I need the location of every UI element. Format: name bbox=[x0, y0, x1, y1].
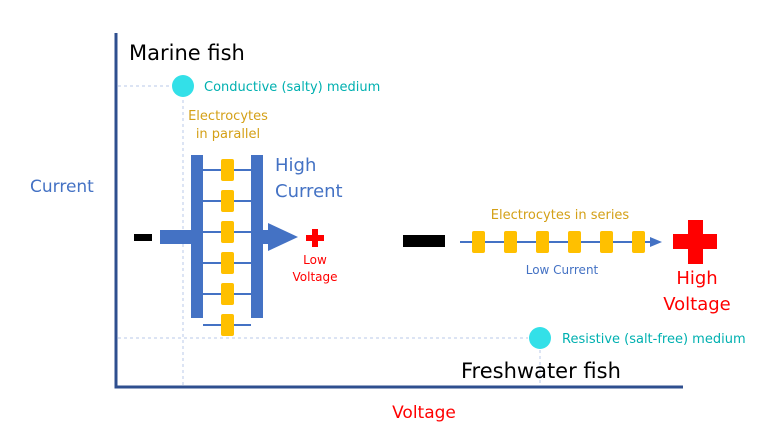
freshwater-plus-icon bbox=[673, 220, 717, 264]
electrocyte-series bbox=[504, 231, 517, 253]
parallel-output-arrowhead bbox=[268, 223, 298, 251]
marine-low-voltage-line1: Low bbox=[303, 253, 327, 267]
electrocyte-series bbox=[632, 231, 645, 253]
parallel-input-stub bbox=[160, 230, 191, 244]
marine-low-voltage-line2: Voltage bbox=[292, 270, 337, 284]
low-current-label: Low Current bbox=[526, 263, 599, 277]
electrocyte-parallel bbox=[221, 159, 234, 181]
freshwater-high-voltage-line1: High bbox=[676, 268, 717, 289]
electrocyte-parallel bbox=[221, 221, 234, 243]
electrocyte-parallel bbox=[221, 190, 234, 212]
parallel-right-rail bbox=[251, 155, 263, 318]
marine-fish-title: Marine fish bbox=[129, 41, 245, 65]
resistive-medium-label: Resistive (salt-free) medium bbox=[562, 332, 746, 347]
freshwater-minus-icon bbox=[403, 235, 445, 247]
series-electrocytes bbox=[472, 231, 645, 253]
electrocyte-parallel bbox=[221, 283, 234, 305]
freshwater-high-voltage-line2: Voltage bbox=[663, 294, 731, 315]
electrocytes-series-label: Electrocytes in series bbox=[491, 208, 630, 223]
y-axis-label: Current bbox=[30, 177, 94, 197]
electrocytes-parallel-label-line2: in parallel bbox=[196, 127, 260, 142]
electrocyte-series bbox=[568, 231, 581, 253]
x-axis-label: Voltage bbox=[392, 403, 456, 423]
electrocytes-parallel-label-line1: Electrocytes bbox=[188, 109, 268, 124]
resistive-medium-marker bbox=[529, 327, 551, 349]
parallel-electrocytes bbox=[221, 159, 234, 336]
high-current-line1: High bbox=[275, 155, 316, 176]
electrocyte-series bbox=[600, 231, 613, 253]
electrocyte-series bbox=[536, 231, 549, 253]
parallel-left-rail bbox=[191, 155, 203, 318]
marine-minus-icon bbox=[134, 234, 152, 241]
marine-plus-icon bbox=[306, 229, 324, 247]
series-arrowhead bbox=[650, 237, 662, 247]
freshwater-fish-title: Freshwater fish bbox=[461, 359, 621, 383]
electrocyte-parallel bbox=[221, 252, 234, 274]
electrocyte-series bbox=[472, 231, 485, 253]
electrocyte-parallel bbox=[221, 314, 234, 336]
conductive-medium-label: Conductive (salty) medium bbox=[204, 80, 380, 95]
conductive-medium-marker bbox=[172, 75, 194, 97]
high-current-line2: Current bbox=[275, 181, 343, 202]
